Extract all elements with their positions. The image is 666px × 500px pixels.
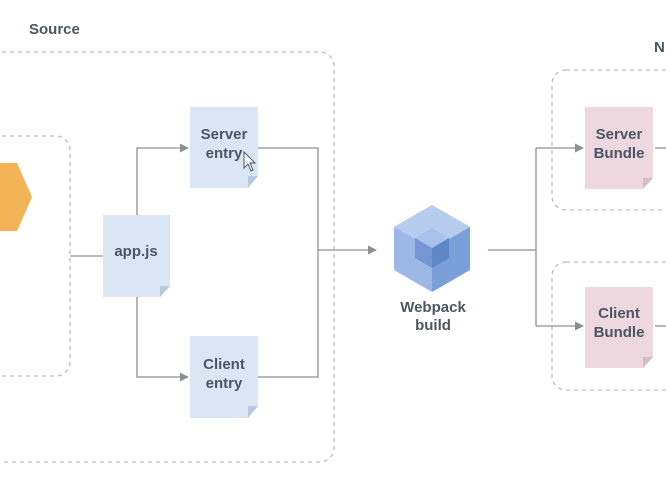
app-js-label: app.js xyxy=(114,243,157,260)
client-entry-label-line1: Client xyxy=(203,356,245,373)
connector-app-client-entry xyxy=(136,297,189,382)
server-bundle-label-line1: Server xyxy=(596,126,643,143)
source-container xyxy=(0,51,335,463)
client-bundle-label-line1: Client xyxy=(598,305,640,322)
output-section-label: N xyxy=(654,39,665,56)
server-bundle-container xyxy=(551,69,666,211)
server-entry-label-line2: entry xyxy=(206,145,243,162)
server-entry-label-line1: Server xyxy=(201,126,248,143)
server-entry-node[interactable]: Server entry xyxy=(190,107,258,188)
webpack-label-line2: build xyxy=(415,317,451,334)
client-bundle-node[interactable]: Client Bundle xyxy=(585,287,653,368)
mouse-cursor-icon xyxy=(243,150,257,172)
client-entry-label-line2: entry xyxy=(206,375,243,392)
webpack-build-node[interactable]: Webpack build xyxy=(394,205,470,334)
client-bundle-label-line2: Bundle xyxy=(594,324,645,341)
connector-app-server-entry xyxy=(136,143,189,215)
app-js-node[interactable]: app.js xyxy=(103,215,170,297)
webpack-label-line1: Webpack xyxy=(400,299,466,316)
client-entry-node[interactable]: Client entry xyxy=(190,336,258,418)
source-section-label: Source xyxy=(29,21,80,38)
component-hexagon-icon xyxy=(0,163,32,231)
connector-entries-merge xyxy=(258,147,319,378)
server-bundle-label-line2: Bundle xyxy=(594,145,645,162)
server-bundle-node[interactable]: Server Bundle xyxy=(585,107,653,189)
